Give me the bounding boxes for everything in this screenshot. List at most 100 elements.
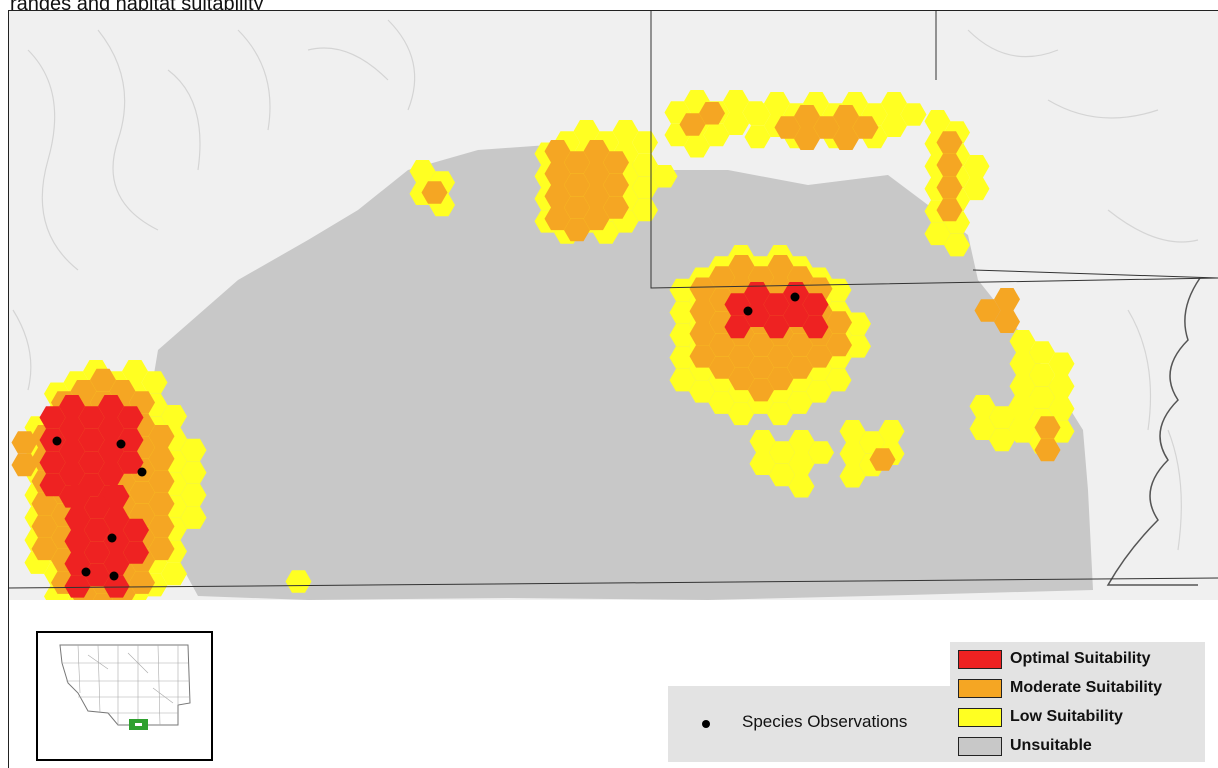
suitability-hex bbox=[78, 406, 105, 429]
suitability-hex bbox=[669, 301, 696, 324]
suitability-hex bbox=[1009, 352, 1036, 375]
suitability-hex bbox=[744, 125, 771, 149]
suitability-hex bbox=[103, 507, 130, 530]
observation-legend-label: Species Observations bbox=[742, 712, 908, 731]
suitability-hex bbox=[1029, 363, 1055, 387]
study-area-highlight-inner bbox=[135, 723, 142, 726]
legend-label-optimal: Optimal Suitability bbox=[1010, 650, 1151, 667]
suitability-hex bbox=[963, 155, 990, 178]
suitability-hex bbox=[103, 485, 130, 508]
suitability-hex bbox=[748, 378, 774, 402]
locator-inset-map bbox=[36, 631, 213, 761]
species-observation-dot bbox=[52, 436, 62, 446]
suitability-hex bbox=[1029, 341, 1055, 364]
suitability-hex bbox=[421, 181, 448, 204]
suitability-hex bbox=[583, 185, 610, 208]
suitability-hex bbox=[669, 346, 696, 369]
suitability-hex bbox=[744, 103, 771, 126]
suitability-hex bbox=[774, 116, 801, 139]
suitability-hex bbox=[84, 518, 110, 542]
suitability-hex bbox=[90, 368, 116, 392]
suitability-hex bbox=[603, 173, 629, 197]
suitability-hex bbox=[148, 447, 175, 471]
suitability-hex bbox=[689, 277, 716, 300]
suitability-hex bbox=[767, 345, 794, 368]
state-outline bbox=[59, 644, 191, 726]
suitability-hex bbox=[129, 571, 155, 594]
suitability-hex bbox=[117, 451, 144, 474]
suitability-hex bbox=[180, 461, 207, 484]
suitability-hex bbox=[845, 335, 871, 358]
suitability-hex bbox=[788, 430, 815, 453]
suitability-hex bbox=[723, 90, 749, 113]
suitability-hex bbox=[117, 406, 144, 429]
suitability-hex bbox=[603, 196, 629, 219]
suitability-hex bbox=[98, 417, 124, 440]
suitability-hex bbox=[936, 198, 963, 222]
species-observations bbox=[52, 292, 800, 581]
habitat-map[interactable] bbox=[8, 10, 1218, 600]
suitability-hex bbox=[84, 496, 110, 519]
suitability-hex bbox=[180, 483, 207, 507]
suitability-hex bbox=[802, 315, 829, 339]
suitability-hex bbox=[31, 537, 58, 561]
legend-item-optimal: Optimal Suitability bbox=[958, 648, 1150, 670]
suitability-hex bbox=[859, 431, 885, 454]
suitability-hex bbox=[969, 417, 996, 440]
suitability-hex bbox=[723, 112, 749, 135]
suitability-hex bbox=[64, 507, 91, 530]
suitability-hex bbox=[1009, 375, 1036, 398]
suitability-hex bbox=[881, 92, 907, 115]
suitability-hex bbox=[651, 165, 678, 188]
suitability-hex bbox=[59, 395, 85, 418]
suitability-hex bbox=[852, 116, 879, 139]
suitability-hex bbox=[148, 492, 175, 516]
suitability-hex bbox=[59, 462, 85, 486]
suitability-hex bbox=[709, 333, 735, 357]
legend-item-moderate: Moderate Suitability bbox=[958, 677, 1162, 699]
suitability-hex bbox=[544, 140, 571, 163]
suitability-hex bbox=[708, 391, 735, 414]
legend-label-moderate: Moderate Suitability bbox=[1010, 679, 1163, 696]
suitability-hex bbox=[148, 537, 175, 561]
suitability-hex bbox=[669, 278, 696, 302]
suitability-hex bbox=[689, 345, 716, 368]
suitability-hex bbox=[748, 333, 774, 357]
suitability-hex bbox=[689, 322, 716, 346]
suitability-hex bbox=[103, 575, 130, 598]
suitability-hex bbox=[749, 452, 776, 475]
suitability-hex bbox=[936, 131, 963, 154]
suitability-hex bbox=[767, 402, 793, 426]
suitability-hex bbox=[794, 127, 820, 150]
suitability-hex bbox=[788, 452, 815, 475]
suitability-hex bbox=[839, 442, 866, 465]
legend-swatch-moderate bbox=[958, 678, 1002, 698]
suitability-hex bbox=[924, 222, 951, 246]
suitability-hex bbox=[869, 448, 896, 471]
suitability-hex bbox=[749, 430, 776, 453]
suitability-hex bbox=[583, 140, 610, 163]
county-lines bbox=[62, 644, 190, 726]
suitability-hex bbox=[11, 453, 38, 477]
suitability-hex bbox=[64, 575, 91, 598]
suitability-hex bbox=[1008, 417, 1035, 440]
suitability-hex bbox=[573, 120, 600, 143]
suitability-hex bbox=[724, 315, 751, 339]
suitability-hex bbox=[769, 463, 795, 487]
suitability-hex bbox=[180, 438, 207, 462]
suitability-hex bbox=[709, 356, 735, 379]
suitability-hex bbox=[409, 160, 436, 183]
suitability-hex bbox=[924, 110, 951, 133]
suitability-hex bbox=[744, 282, 770, 305]
suitability-hex bbox=[767, 255, 794, 278]
suitability-hex bbox=[544, 162, 571, 185]
suitability-hex bbox=[689, 380, 715, 403]
suitability-hex bbox=[900, 103, 927, 126]
suitability-hex bbox=[564, 196, 590, 219]
legend-item-unsuitable: Unsuitable bbox=[958, 735, 1092, 757]
suitability-hex bbox=[583, 162, 610, 185]
species-observation-dot bbox=[81, 567, 91, 577]
suitability-hex bbox=[148, 425, 175, 448]
suitability-hex bbox=[59, 417, 85, 440]
legend-swatch-unsuitable bbox=[958, 736, 1002, 756]
